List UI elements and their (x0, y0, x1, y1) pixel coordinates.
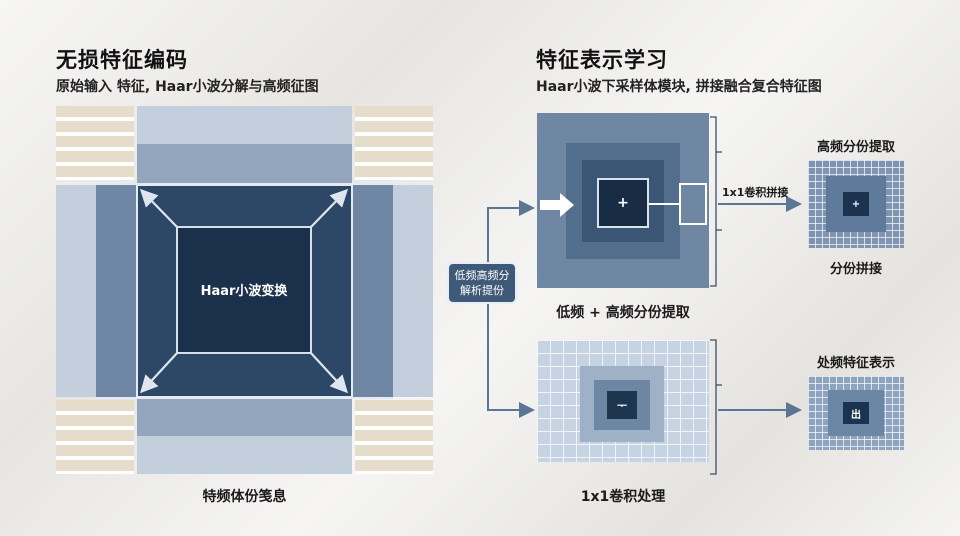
bottom-band-inner (137, 398, 352, 436)
stripe-block-top-left (56, 106, 134, 180)
out-top-core: + (843, 192, 869, 216)
out-bottom-title: 处频特征表示 (816, 356, 895, 371)
right-title: 特征表示学习 (536, 48, 668, 72)
left-band-outer (56, 185, 96, 397)
center-core (176, 226, 312, 354)
stripe-block-bottom-right (355, 400, 433, 474)
stripe-block-top-right (355, 106, 433, 180)
bottom-module-caption: 1x1卷积处理 (580, 489, 666, 505)
left-subtitle: 原始输入 特征, Haar小波分解与高频征图 (56, 79, 319, 95)
left-caption: 特频体份笺息 (202, 489, 287, 505)
conv-concat-label: 1x1卷积拼接 (722, 186, 789, 199)
stripe-block-bottom-left (56, 400, 134, 474)
out-top-title: 高频分份提取 (816, 140, 895, 155)
out-top-caption: 分份拼接 (829, 262, 882, 277)
right-band-inner (353, 185, 393, 397)
module-core: + (597, 178, 649, 228)
bottom-band-outer (137, 436, 352, 474)
right-band-outer (393, 185, 433, 397)
split-pill-line2: 解析提份 (460, 284, 504, 297)
top-band-inner (137, 144, 352, 184)
haar-transform-label: Haar小波变换 (200, 284, 288, 299)
out-bottom-core: 出 (843, 402, 869, 424)
conv-core: ᅮ (607, 391, 637, 419)
left-band-inner (96, 185, 136, 397)
top-module-caption: 低频 + 高频分份提取 (556, 305, 690, 321)
split-pill-line1: 低频高频分 (454, 269, 510, 282)
right-subtitle: Haar小波下采样体模块, 拼接融合复合特征图 (536, 79, 822, 95)
left-title: 无损特征编码 (56, 48, 188, 72)
split-pill: 低频高频分 解析提份 (447, 262, 517, 304)
top-band-outer (137, 106, 352, 144)
